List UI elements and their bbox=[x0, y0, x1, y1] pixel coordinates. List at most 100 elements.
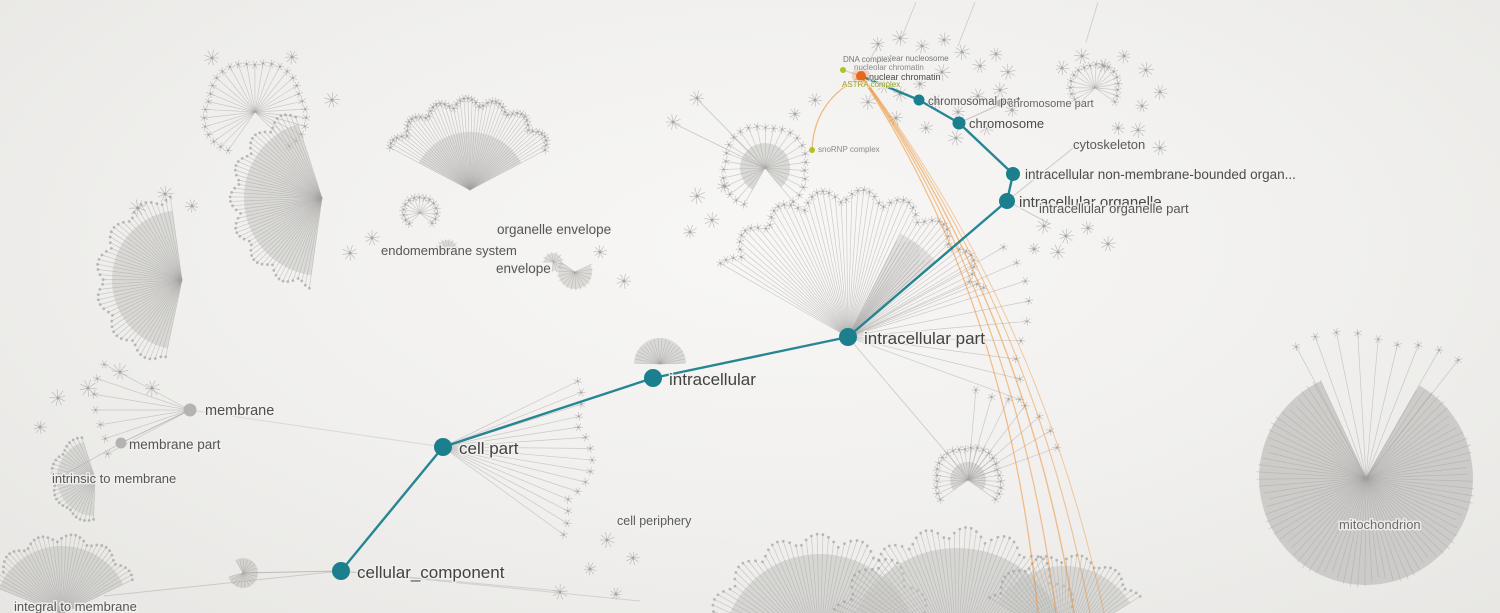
asterisk-glyph bbox=[616, 273, 631, 289]
asterisk-glyph bbox=[157, 185, 174, 203]
asterisk-glyph bbox=[1135, 98, 1149, 113]
label-cell-periphery[interactable]: cell periphery bbox=[616, 513, 694, 530]
label-cytoskeleton[interactable]: cytoskeleton bbox=[1072, 136, 1147, 154]
fan-cluster bbox=[988, 553, 1142, 613]
asterisk-glyph bbox=[1004, 103, 1019, 117]
fan-cluster bbox=[542, 251, 564, 272]
asterisk-glyph bbox=[704, 212, 720, 228]
label-intracellular-organelle-part[interactable]: intracellular organelle part bbox=[1038, 200, 1191, 218]
label-membrane-part[interactable]: membrane part bbox=[128, 436, 223, 454]
label-mitochondrion[interactable]: mitochondrion bbox=[1338, 516, 1423, 534]
asterisk-glyph bbox=[913, 76, 927, 91]
asterisk-glyph bbox=[919, 121, 934, 135]
asterisk-glyph bbox=[552, 584, 568, 600]
orange-association-edge bbox=[861, 76, 1057, 613]
asterisk-glyph bbox=[284, 50, 299, 65]
asterisk-glyph bbox=[324, 92, 340, 108]
node-intracellular-part[interactable] bbox=[839, 328, 857, 346]
graph-edge bbox=[120, 409, 191, 444]
graph-edge bbox=[957, 1, 976, 47]
graph-edge bbox=[860, 44, 879, 77]
node-membrane[interactable] bbox=[183, 403, 197, 417]
label-nuclear-chromatin[interactable]: nuclear chromatin bbox=[868, 71, 941, 83]
graph-edge bbox=[1006, 140, 1083, 202]
asterisk-glyph bbox=[184, 199, 198, 213]
fan-cluster bbox=[967, 386, 1062, 481]
label-envelope[interactable]: envelope bbox=[495, 260, 553, 278]
asterisk-glyph bbox=[972, 58, 987, 73]
label-chromosome[interactable]: chromosome bbox=[968, 115, 1046, 133]
label-dna-complex[interactable]: DNA complex bbox=[842, 54, 892, 65]
fan-cluster bbox=[1066, 59, 1123, 109]
asterisk-glyph bbox=[689, 187, 706, 205]
label-intracellular-organelle[interactable]: intracellular organelle bbox=[1018, 193, 1164, 213]
label-cellular-component[interactable]: cellular_component bbox=[356, 562, 507, 584]
fan-cluster bbox=[442, 376, 597, 539]
asterisk-glyph bbox=[788, 107, 801, 121]
node-cellular-component[interactable] bbox=[332, 562, 350, 580]
label-cell-part[interactable]: cell part bbox=[458, 438, 521, 460]
graph-edge bbox=[1006, 200, 1051, 225]
fan-cluster bbox=[556, 261, 593, 291]
asterisk-glyph bbox=[716, 179, 731, 193]
graph-edge bbox=[1085, 1, 1099, 43]
node-nuclear-chromatin[interactable] bbox=[856, 71, 866, 81]
asterisk-glyph bbox=[915, 39, 929, 54]
asterisk-glyph bbox=[599, 532, 615, 548]
asterisk-glyph bbox=[948, 130, 964, 146]
asterisk-glyph bbox=[937, 32, 952, 47]
green-term-node[interactable] bbox=[809, 147, 815, 153]
label-membrane[interactable]: membrane bbox=[204, 402, 276, 421]
label-organelle-envelope[interactable]: organelle envelope bbox=[496, 221, 613, 239]
node-chromosomal-part[interactable] bbox=[913, 94, 925, 106]
asterisk-glyph bbox=[610, 587, 622, 600]
graph-edge bbox=[242, 570, 342, 574]
asterisk-glyph bbox=[928, 94, 943, 110]
label-integral-to-membrane[interactable]: integral to membrane bbox=[13, 598, 139, 613]
asterisk-glyph bbox=[593, 245, 608, 259]
label-nuclear-nucleosome[interactable]: nuclear nucleosome bbox=[876, 53, 950, 64]
fan-cluster bbox=[1292, 328, 1463, 479]
graph-edge bbox=[958, 103, 1002, 124]
green-term-node[interactable] bbox=[840, 67, 846, 73]
asterisk-glyph bbox=[1055, 60, 1070, 75]
asterisk-glyph bbox=[144, 380, 161, 397]
asterisk-glyph bbox=[808, 93, 822, 107]
graph-edge bbox=[61, 442, 122, 477]
asterisk-glyph bbox=[1138, 62, 1154, 78]
asterisk-glyph bbox=[1152, 140, 1167, 156]
node-intracellular-organelle[interactable] bbox=[999, 193, 1015, 209]
label-intrinsic-to-membrane[interactable]: intrinsic to membrane bbox=[51, 470, 178, 488]
label-chromosomal-part[interactable]: chromosomal part bbox=[927, 95, 1021, 109]
fan-cluster bbox=[1256, 379, 1475, 588]
node-membrane-part[interactable] bbox=[115, 437, 127, 449]
label-intracellular-part[interactable]: intracellular part bbox=[863, 328, 987, 350]
fan-cluster bbox=[385, 93, 551, 191]
label-snornp-complex[interactable]: snoRNP complex bbox=[817, 144, 880, 155]
node-cell-part[interactable] bbox=[434, 438, 452, 456]
asterisk-glyph bbox=[342, 245, 358, 261]
asterisk-glyph bbox=[683, 224, 697, 239]
asterisk-glyph bbox=[970, 88, 986, 105]
label-astra-complex[interactable]: ASTRA complex bbox=[841, 79, 901, 90]
node-intracellular-non-membrane-bounded-organelle[interactable] bbox=[1006, 167, 1020, 181]
label-intracellular[interactable]: intracellular bbox=[668, 369, 758, 391]
label-intracellular-non-membrane-bounded-organ[interactable]: intracellular non-membrane-bounded organ… bbox=[1024, 166, 1298, 184]
orange-association-edge bbox=[861, 77, 1039, 613]
asterisk-glyph bbox=[1116, 49, 1131, 64]
label-chromosome-part[interactable]: chromosome part bbox=[1007, 97, 1094, 111]
asterisk-glyph bbox=[1111, 121, 1125, 136]
orange-association-edge bbox=[864, 79, 1105, 613]
node-intracellular[interactable] bbox=[644, 369, 662, 387]
asterisk-glyph bbox=[364, 229, 380, 246]
fan-cluster bbox=[435, 238, 459, 256]
fan-cluster bbox=[96, 195, 183, 361]
fan-cluster bbox=[0, 533, 134, 613]
node-chromosome[interactable] bbox=[952, 116, 966, 130]
fan-cluster bbox=[228, 113, 323, 290]
label-endomembrane-system[interactable]: endomembrane system bbox=[380, 242, 519, 260]
label-nucleolar-chromatin[interactable]: nucleolar chromatin bbox=[853, 62, 924, 73]
node-chromosome-part[interactable] bbox=[997, 99, 1005, 107]
